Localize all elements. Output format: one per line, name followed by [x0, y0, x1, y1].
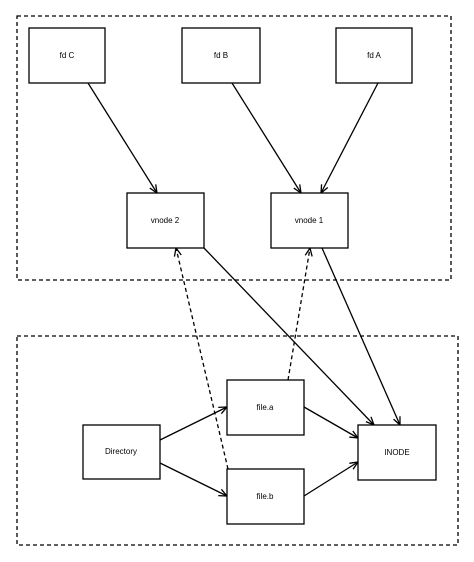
edge-vnode-2-to-inode [203, 247, 374, 425]
edge-vnode-1-to-inode [321, 247, 400, 425]
node-inode-box [357, 424, 437, 481]
node-fd-b-label: fd B [214, 51, 228, 60]
edge-file-a-to-inode [303, 406, 358, 438]
edge-file-a-to-vnode-1 [287, 248, 310, 381]
node-file-b-box [226, 468, 305, 525]
node-fd-b-box [181, 27, 261, 84]
node-directory-label: Directory [105, 447, 137, 456]
node-fd-b: fd B [181, 27, 261, 84]
lower-filesystem-group [16, 335, 459, 546]
node-file-a: file.a [226, 379, 305, 436]
edge-directory-to-file-a [159, 407, 227, 441]
node-file-a-label: file.a [257, 403, 274, 412]
edge-file-b-to-inode [303, 462, 358, 497]
node-vnode-1-label: vnode 1 [295, 216, 324, 225]
edge-file-b-to-vnode-2 [176, 248, 229, 470]
node-fd-a-label: fd A [367, 51, 381, 60]
upper-process-group [16, 15, 452, 281]
edge-directory-to-file-b [159, 462, 227, 496]
node-inode: INODE [357, 424, 437, 481]
node-file-b: file.b [226, 468, 305, 525]
node-fd-c: fd C [28, 27, 106, 84]
node-inode-label: INODE [384, 448, 409, 457]
node-vnode-2: vnode 2 [126, 192, 205, 249]
node-fd-c-box [28, 27, 106, 84]
edges [87, 82, 400, 497]
node-directory: Directory [82, 424, 161, 480]
node-file-b-label: file.b [257, 492, 274, 501]
node-fd-c-label: fd C [60, 51, 75, 60]
edge-fd-b-to-vnode-1 [231, 82, 301, 193]
node-directory-box [82, 424, 161, 480]
node-file-a-box [226, 379, 305, 436]
node-fd-a: fd A [335, 27, 413, 84]
node-vnode-2-box [126, 192, 205, 249]
node-vnode-1-box [270, 192, 349, 249]
node-vnode-1: vnode 1 [270, 192, 349, 249]
node-fd-a-box [335, 27, 413, 84]
edge-fd-c-to-vnode-2 [87, 82, 157, 193]
node-vnode-2-label: vnode 2 [151, 216, 180, 225]
edge-fd-a-to-vnode-1 [321, 82, 379, 193]
